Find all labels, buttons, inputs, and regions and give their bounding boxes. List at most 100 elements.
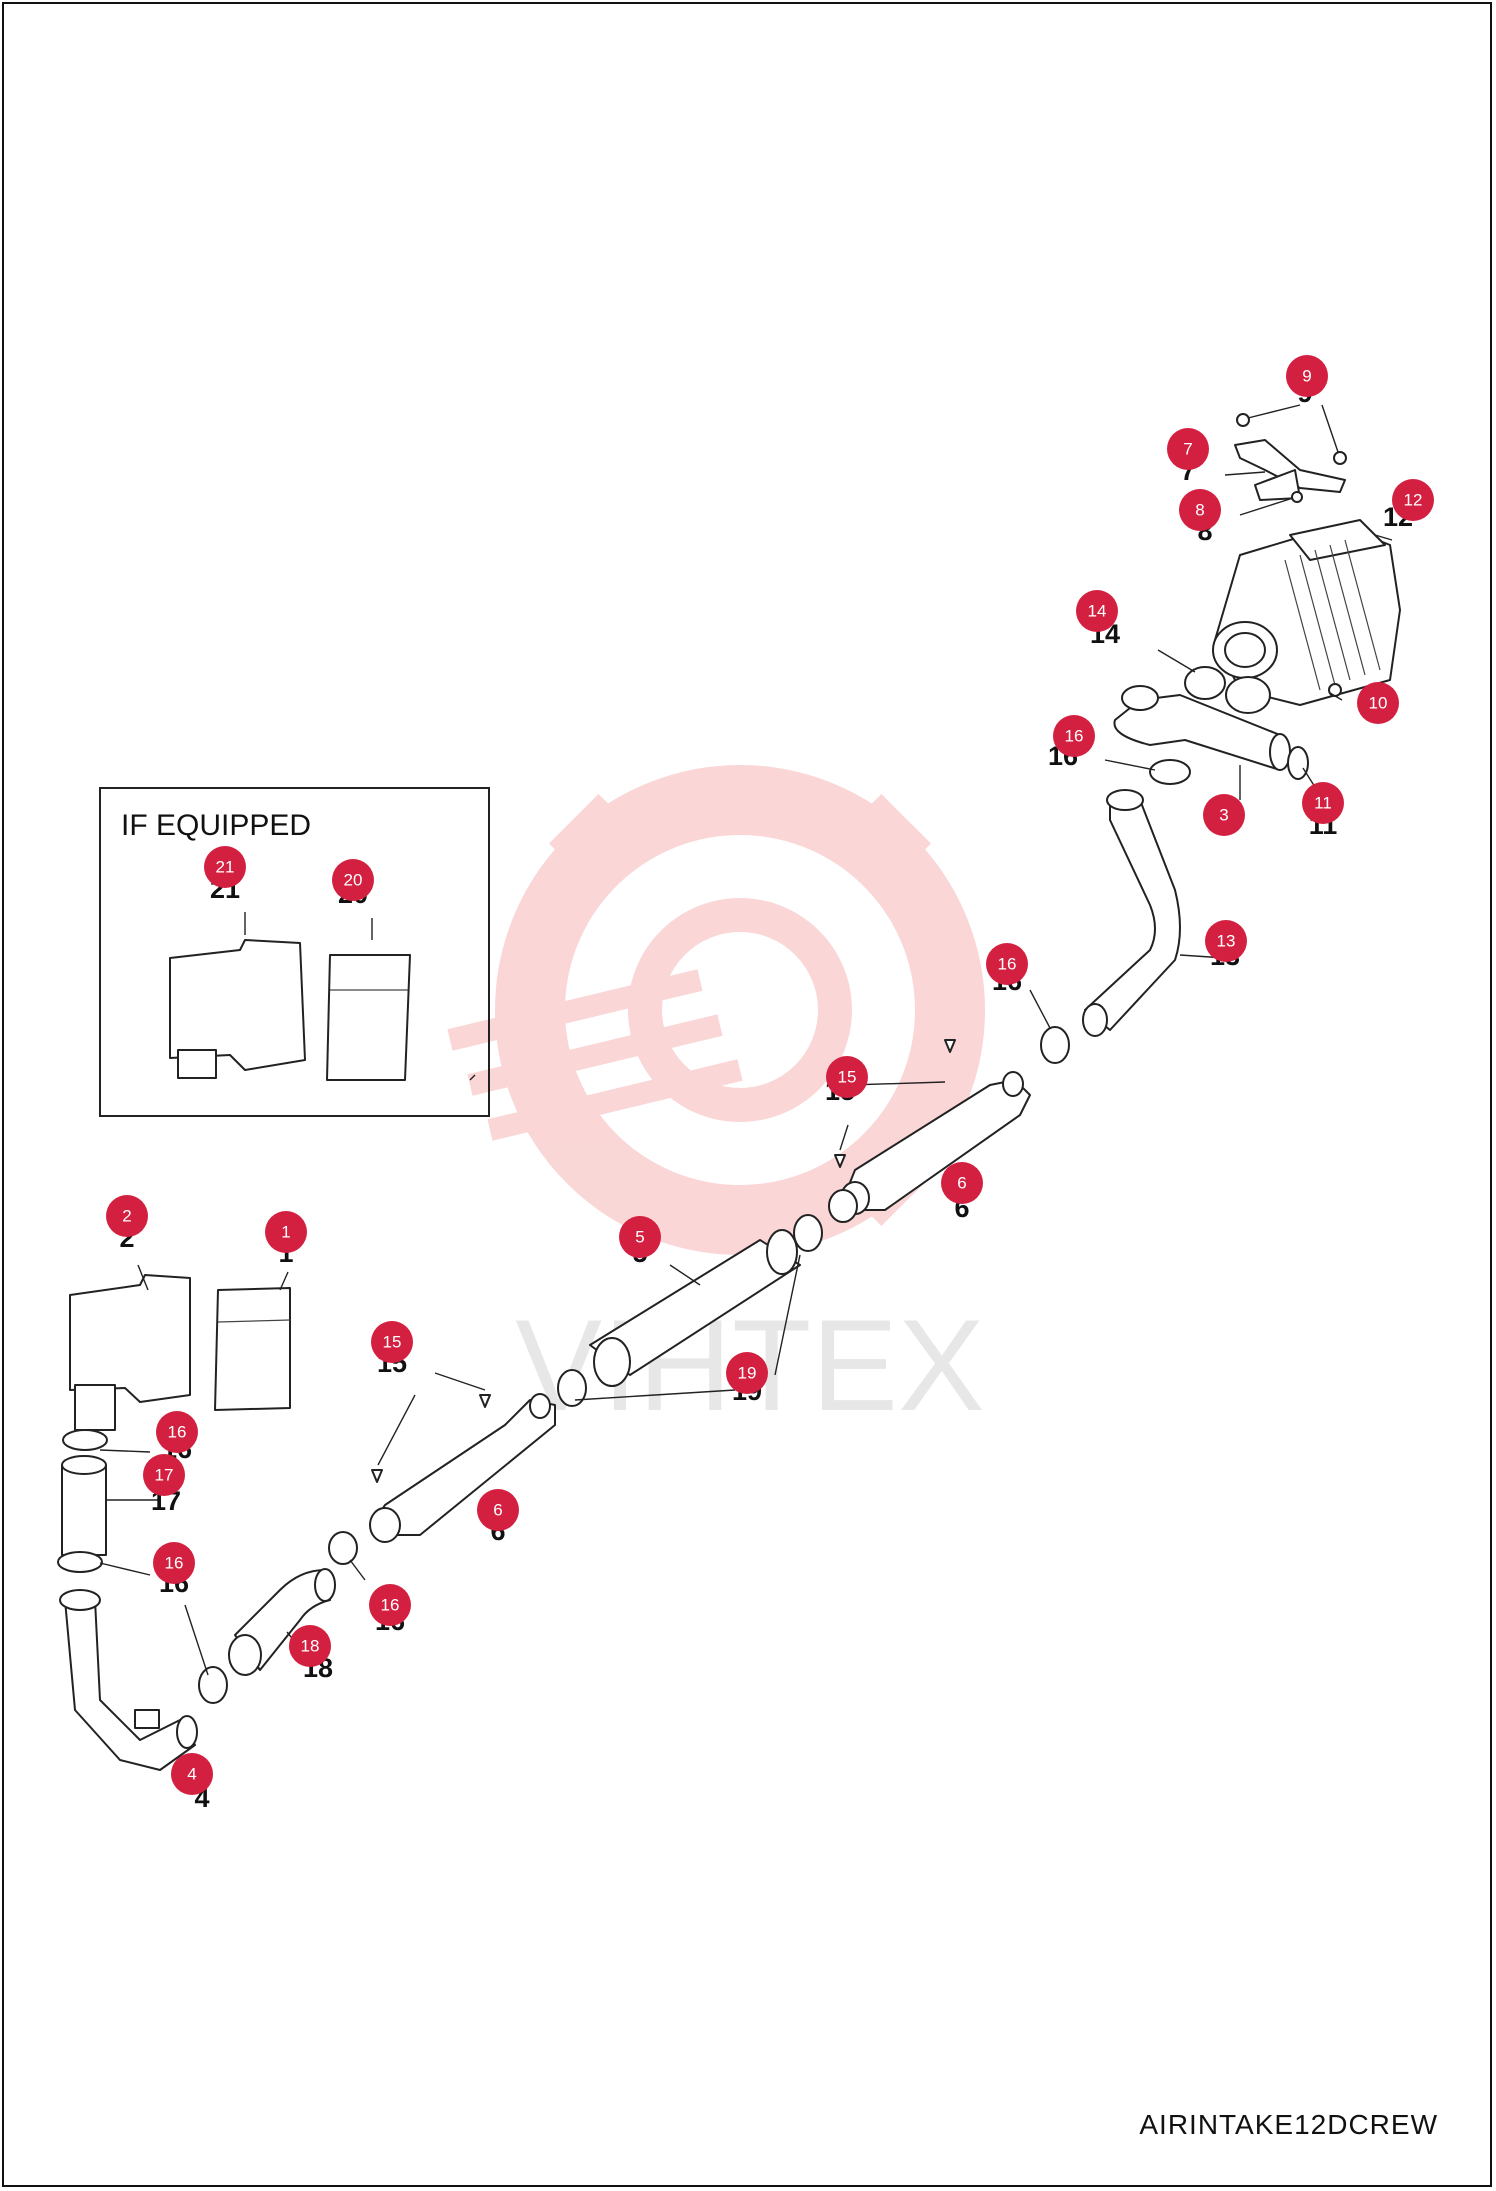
- clamp: [62, 1429, 108, 1451]
- callout-c7: 77: [1167, 428, 1209, 486]
- callout-badge-number: 1: [281, 1223, 290, 1242]
- callout-c20: 2020: [332, 859, 374, 909]
- clamp: [557, 1369, 587, 1407]
- clamp: [828, 1189, 858, 1223]
- hose-long-bend: [1082, 789, 1181, 1037]
- callout-badge-number: 16: [168, 1423, 187, 1442]
- clamp: [1184, 666, 1226, 700]
- hose-elbow: [1113, 685, 1291, 771]
- intake-tube: [589, 1229, 801, 1387]
- callout-badge-number: 17: [155, 1466, 174, 1485]
- clamp: [57, 1551, 103, 1573]
- callout-badge: [369, 1584, 411, 1626]
- callout-badge: [332, 859, 374, 901]
- clamp: [198, 1666, 228, 1704]
- callout-badge: [1286, 355, 1328, 397]
- callout-c9: 99: [1286, 355, 1328, 408]
- callout-badge-number: 4: [187, 1765, 196, 1784]
- air-cleaner-housing: [1212, 519, 1401, 714]
- callout-badge: [106, 1195, 148, 1237]
- callout-badge-number: 8: [1195, 501, 1204, 520]
- callout-badge: [941, 1162, 983, 1204]
- callout-badge: [826, 1056, 868, 1098]
- screws: [371, 1394, 491, 1483]
- callout-badge-number: 14: [1088, 602, 1107, 621]
- callout-badge: [1167, 428, 1209, 470]
- callout-badge: [204, 846, 246, 888]
- callout-badge-number: 16: [1065, 727, 1084, 746]
- callout-badge-number: 7: [1183, 440, 1192, 459]
- callout-badge: [1205, 920, 1247, 962]
- callout-badge-number: 18: [301, 1637, 320, 1656]
- callout-c6b: 66: [477, 1489, 519, 1546]
- callout-badge: [726, 1352, 768, 1394]
- callout-c2: 22: [106, 1195, 148, 1253]
- pipe: [61, 1455, 107, 1556]
- callout-badge-number: 5: [635, 1228, 644, 1247]
- callout-badge: [171, 1753, 213, 1795]
- callout-badge: [1302, 782, 1344, 824]
- callout-c4: 44: [171, 1753, 213, 1813]
- clamp: [1040, 1026, 1070, 1064]
- inset-filter: [326, 954, 411, 1081]
- inset-title: IF EQUIPPED: [121, 809, 312, 842]
- clamp: [328, 1531, 358, 1565]
- resonator-lower: [369, 1393, 556, 1543]
- callout-badge-number: 12: [1404, 491, 1423, 510]
- callout-badge-number: 9: [1302, 367, 1311, 386]
- hose-short-bend: [228, 1568, 336, 1676]
- callout-badge-number: 15: [838, 1068, 857, 1087]
- callout-badge: [619, 1216, 661, 1258]
- intake-elbow: [59, 1589, 198, 1771]
- callout-badge-number: 10: [1369, 694, 1388, 713]
- callout-badge: [153, 1542, 195, 1584]
- callout-badge-number: 11: [1314, 794, 1332, 813]
- callout-badge-number: 6: [493, 1501, 502, 1520]
- callout-badge: [265, 1211, 307, 1253]
- callout-badge: [1357, 682, 1399, 724]
- callout-badge: [1053, 715, 1095, 757]
- callout-badge: [143, 1454, 185, 1496]
- callout-badge: [289, 1625, 331, 1667]
- clamp: [1149, 759, 1191, 785]
- callout-c5: 55: [619, 1216, 661, 1268]
- callout-badge-number: 19: [738, 1364, 757, 1383]
- callout-badge-number: 16: [381, 1596, 400, 1615]
- callout-c19: 1919: [726, 1352, 768, 1406]
- callout-badge: [1392, 479, 1434, 521]
- callout-c3: 33: [1203, 794, 1245, 840]
- clamp: [1287, 746, 1309, 780]
- callout-badge-number: 6: [957, 1174, 966, 1193]
- callouts: 9977881212141410101616331111212120201313…: [106, 355, 1434, 1813]
- callout-c13: 1313: [1205, 920, 1247, 971]
- callout-badge: [477, 1489, 519, 1531]
- filter-element: [214, 1287, 291, 1411]
- callout-badge-number: 20: [344, 871, 363, 890]
- clamp: [793, 1214, 823, 1252]
- callout-c6a: 66: [941, 1162, 983, 1223]
- callout-badge-number: 21: [216, 858, 235, 877]
- screws: [834, 1039, 956, 1168]
- callout-c1: 11: [265, 1211, 307, 1268]
- callout-badge: [986, 943, 1028, 985]
- callout-badge-number: 15: [383, 1333, 402, 1352]
- reference-code: AIRINTAKE12DCREW: [1139, 2109, 1438, 2140]
- callout-badge: [1203, 794, 1245, 836]
- callout-c8: 88: [1179, 489, 1221, 546]
- callout-badge: [1179, 489, 1221, 531]
- bracket: [1234, 439, 1346, 501]
